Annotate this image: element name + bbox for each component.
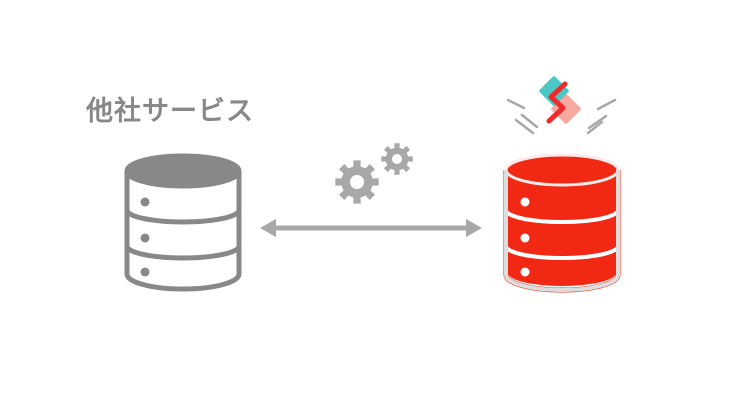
left-db-band-2	[124, 245, 242, 261]
bidirectional-arrow-icon	[260, 219, 482, 237]
large-gear-icon	[335, 160, 379, 204]
right-db-indicator-3	[520, 267, 530, 277]
left-db-body	[124, 171, 242, 292]
small-gear-icon	[381, 143, 413, 175]
left-db-indicator-1	[140, 197, 150, 207]
right-db-top	[504, 153, 620, 187]
left-db-top	[124, 153, 242, 189]
right-db-band-1	[504, 209, 620, 224]
gear-large-hole	[350, 175, 364, 189]
sparkle-lines-icon	[506, 98, 617, 135]
right-db-indicator-2	[520, 233, 530, 243]
other-service-label: 他社サービス	[86, 96, 254, 127]
left-db-indicator-3	[140, 267, 150, 277]
left-database-icon	[124, 153, 242, 292]
right-db-indicator-1	[520, 197, 530, 207]
left-db-indicator-2	[140, 233, 150, 243]
gear-small-hole	[392, 154, 402, 164]
right-db-band-2	[504, 245, 620, 260]
left-db-band-1	[124, 209, 242, 225]
brand-logo-icon	[539, 76, 581, 124]
right-db-outline	[504, 170, 620, 292]
gears-icon	[335, 143, 413, 204]
right-database-icon	[503, 153, 621, 293]
